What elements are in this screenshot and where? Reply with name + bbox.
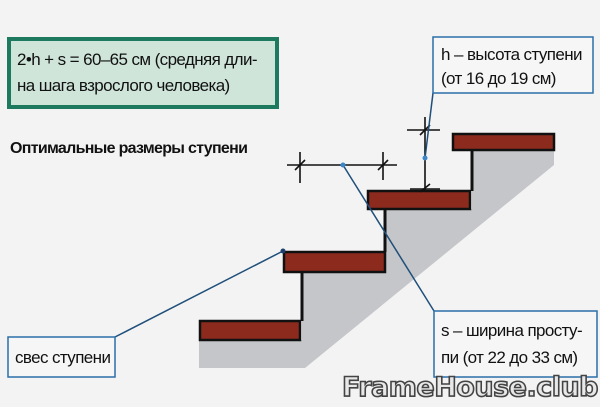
height-label-line-1: h – высота ступени — [441, 45, 582, 64]
overhang-label: свес ступени — [15, 348, 110, 367]
overhang-label-box: свес ступени — [7, 336, 116, 378]
risers — [300, 150, 474, 321]
watermark: FrameHouse.club — [342, 372, 598, 403]
tread-4 — [451, 132, 556, 152]
width-dimension — [287, 152, 397, 183]
formula-line-1: 2•h + s = 60–65 см (средняя дли- — [17, 50, 257, 69]
width-label-line-2: пи (от 22 до 33 см) — [441, 348, 578, 367]
diagram-title: Оптимальные размеры ступени — [10, 140, 247, 157]
tread-1 — [198, 319, 302, 342]
height-label-line-2: (от 16 до 19 см) — [441, 69, 556, 88]
formula-box: 2•h + s = 60–65 см (средняя дли- на шага… — [7, 37, 279, 109]
height-dot — [422, 155, 428, 161]
tread-2 — [282, 250, 387, 274]
tread-3 — [366, 189, 472, 211]
height-label-box: h – высота ступени (от 16 до 19 см) — [432, 36, 594, 94]
overhang-dot — [280, 248, 286, 254]
treads — [198, 132, 556, 342]
width-label-box: s – ширина просту- пи (от 22 до 33 см) — [433, 310, 598, 378]
width-label-line-1: s – ширина просту- — [441, 321, 582, 340]
formula-line-2: на шага взрослого человека) — [17, 76, 230, 95]
concrete-stringer — [199, 150, 554, 368]
width-dot — [340, 162, 346, 168]
height-dimension — [407, 117, 440, 193]
leader-lines — [114, 92, 435, 338]
